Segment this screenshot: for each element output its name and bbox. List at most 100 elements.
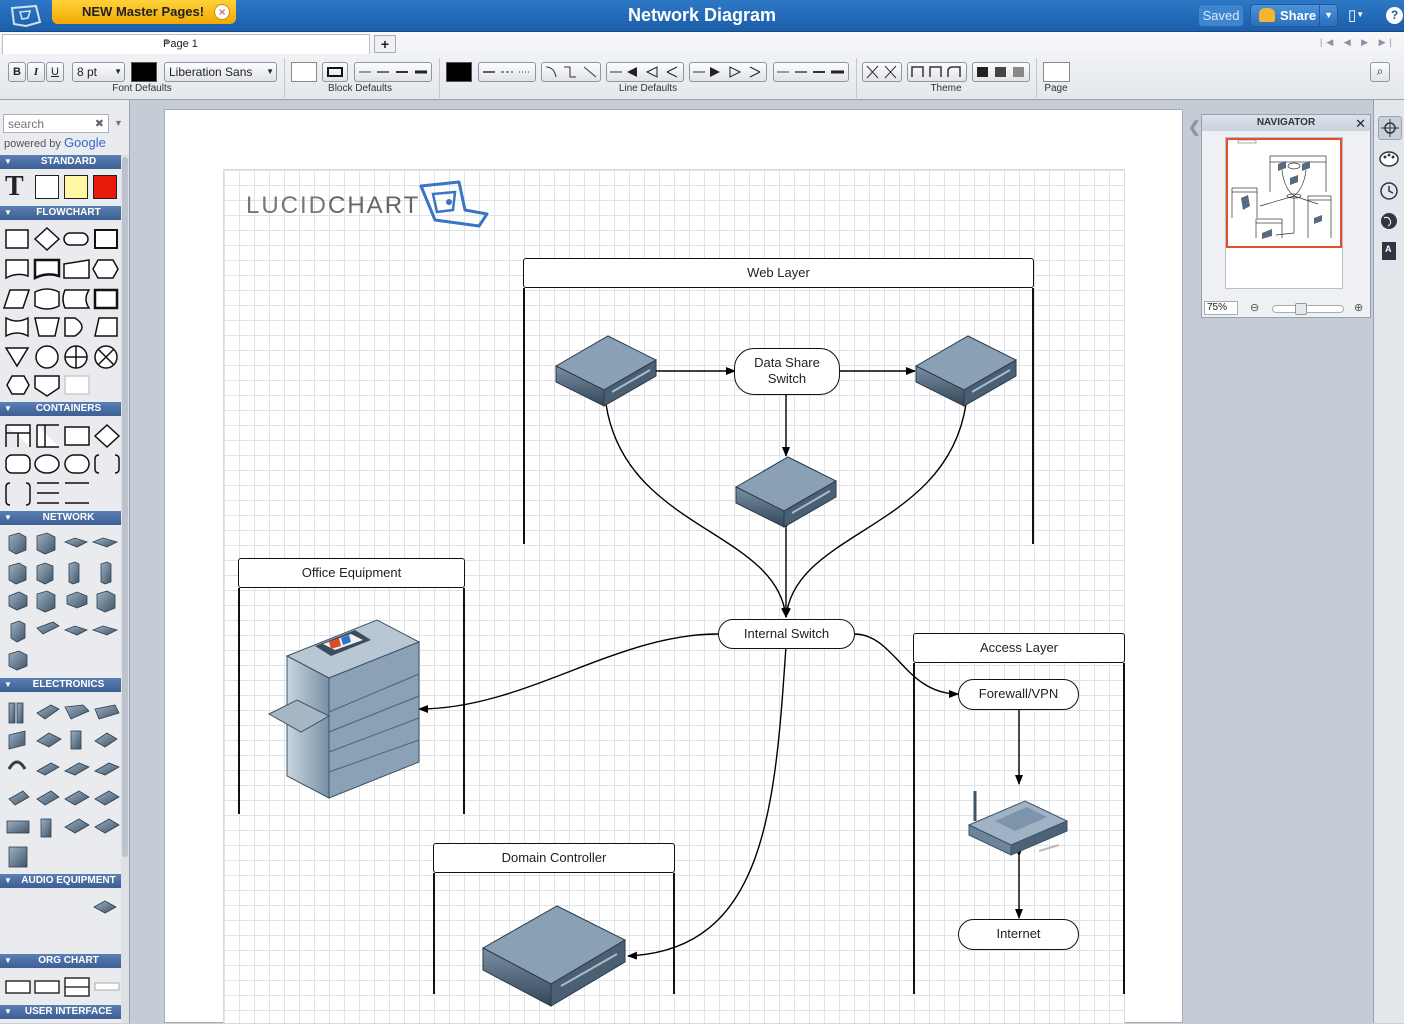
promo-banner[interactable]: NEW Master Pages! × [52, 0, 237, 24]
web-layer-container[interactable]: Web Layer [523, 258, 1034, 288]
section-audio-equipment[interactable]: AUDIO EQUIPMENT [0, 874, 121, 888]
google-logo: Google [63, 135, 106, 150]
keyboard-icon [36, 762, 60, 776]
toolbar: Page 1 ▼ + |◀ ◀ ▶ ▶| B I U 8 pt ▼ Libera… [0, 32, 1404, 100]
close-icon[interactable]: ✕ [1355, 116, 1366, 131]
process-icon [5, 229, 29, 249]
close-icon[interactable]: × [214, 4, 231, 20]
line-start-arrow-group[interactable] [606, 62, 684, 82]
section-flowchart[interactable]: FLOWCHART [0, 206, 121, 220]
electronics-shapes[interactable] [3, 697, 121, 869]
line-width-group[interactable] [773, 62, 849, 82]
tab-page-1[interactable]: Page 1 ▼ [2, 34, 370, 54]
firewall-vpn-node[interactable]: Forewall/VPN [958, 679, 1079, 710]
section-electronics[interactable]: ELECTRONICS [0, 678, 121, 692]
share-button[interactable]: Share ▼ [1250, 4, 1338, 27]
colored-block-shape-icon[interactable] [93, 175, 117, 199]
zoom-level[interactable]: 75% [1204, 301, 1238, 315]
theme-connector-group[interactable] [862, 62, 902, 82]
diamond-container-icon [93, 423, 121, 449]
section-org-chart[interactable]: ORG CHART [0, 954, 121, 968]
font-size-select[interactable]: 8 pt ▼ [72, 62, 125, 82]
sidebar-scrollbar[interactable] [121, 155, 129, 1023]
web-server-right-icon[interactable] [914, 332, 1018, 408]
speaker-icon [8, 702, 16, 724]
revision-history-icon[interactable] [1378, 180, 1402, 204]
font-family-select[interactable]: Liberation Sans ▼ [164, 62, 277, 82]
container-border [1032, 288, 1034, 544]
line-pattern-group[interactable] [478, 62, 536, 82]
italic-button[interactable]: I [27, 62, 45, 82]
lucidchart-logo-icon[interactable] [6, 4, 44, 28]
crosshair-icon [1381, 119, 1399, 137]
internal-switch-node[interactable]: Internal Switch [718, 619, 855, 649]
section-standard[interactable]: STANDARD [0, 155, 121, 169]
zoom-slider-handle[interactable] [1295, 303, 1307, 315]
zoom-slider[interactable] [1272, 303, 1344, 315]
add-page-button[interactable]: + [374, 35, 396, 53]
zoom-icon[interactable]: ⌕ [1370, 62, 1390, 82]
line-route-group[interactable] [541, 62, 601, 82]
publish-globe-icon[interactable] [1378, 210, 1402, 234]
page-color-swatch[interactable] [1043, 62, 1070, 82]
zoom-out-icon[interactable]: ⊖ [1250, 302, 1260, 314]
lucidchart-wordmark[interactable]: LUCIDCHART [246, 192, 420, 220]
office-equipment-container[interactable]: Office Equipment [238, 558, 465, 588]
navigator-toggle-icon[interactable] [1378, 116, 1402, 140]
data-share-switch-node[interactable]: Data Share Switch [734, 348, 840, 395]
close-icon[interactable]: ✖ [94, 118, 104, 130]
chevron-down-icon[interactable]: ▼ [163, 38, 171, 47]
network-shapes[interactable] [3, 530, 121, 672]
text-shape-icon[interactable]: T [5, 171, 24, 202]
wireless-router-icon[interactable] [967, 785, 1071, 861]
page-settings-icon[interactable]: A [1378, 240, 1402, 264]
flowchart-shapes[interactable] [3, 226, 121, 398]
section-user-interface[interactable]: USER INTERFACE [0, 1005, 121, 1019]
block-shape-icon[interactable] [35, 175, 59, 199]
block-line-style-group[interactable] [354, 62, 432, 82]
scrollbar-thumb[interactable] [122, 157, 128, 857]
chevron-down-icon[interactable]: ▼ [1319, 5, 1333, 26]
pill-container-icon [64, 454, 90, 474]
internet-node[interactable]: Internet [958, 919, 1079, 950]
diagram-page[interactable]: LUCIDCHART Web Layer Office Equipment Ac… [164, 109, 1183, 1024]
navigator-thumbnail[interactable] [1225, 137, 1343, 289]
theme-fill-group[interactable] [972, 62, 1030, 82]
block-fill-swatch[interactable] [291, 62, 317, 82]
container-shapes[interactable] [3, 421, 121, 509]
web-server-center-icon[interactable] [734, 453, 838, 529]
bold-button[interactable]: B [8, 62, 26, 82]
theme-corner-group[interactable] [907, 62, 967, 82]
domain-controller-server-icon[interactable] [481, 902, 627, 1008]
divider [856, 58, 857, 98]
org-chart-shapes[interactable] [3, 976, 121, 998]
office-printer-icon[interactable] [267, 616, 423, 800]
lucidchart-logo-icon[interactable] [415, 180, 491, 232]
section-containers[interactable]: CONTAINERS [0, 402, 121, 416]
font-color-swatch[interactable] [131, 62, 157, 82]
navigator-viewport[interactable] [1226, 138, 1342, 248]
note-shape-icon[interactable] [64, 175, 88, 199]
mixer-icon[interactable] [92, 898, 118, 916]
document-menu-button[interactable]: ▯▼ [1348, 6, 1376, 26]
block-border-button[interactable] [322, 62, 348, 82]
bracket-container-icon [5, 482, 31, 506]
server-tower-icon [36, 532, 56, 555]
shape-search[interactable]: ✖ [3, 114, 109, 133]
canvas-area[interactable]: LUCIDCHART Web Layer Office Equipment Ac… [131, 100, 1373, 1024]
line-end-arrow-group[interactable] [689, 62, 767, 82]
section-network[interactable]: NETWORK [0, 511, 121, 525]
chevron-down-icon[interactable]: ▼ [114, 118, 123, 128]
monitor-icon [8, 730, 26, 750]
help-icon[interactable]: ? [1386, 7, 1403, 24]
tower-icon [100, 561, 112, 585]
line-color-swatch[interactable] [446, 62, 472, 82]
search-input[interactable] [4, 115, 90, 132]
zoom-in-icon[interactable]: ⊕ [1354, 302, 1364, 314]
page-navigation[interactable]: |◀ ◀ ▶ ▶| [1320, 37, 1396, 47]
connector-right-server-internal [782, 394, 972, 618]
collapse-panel-icon[interactable]: ❮ [1188, 119, 1201, 136]
theme-palette-icon[interactable] [1378, 148, 1402, 172]
underline-button[interactable]: U [46, 62, 64, 82]
web-server-left-icon[interactable] [554, 332, 658, 408]
